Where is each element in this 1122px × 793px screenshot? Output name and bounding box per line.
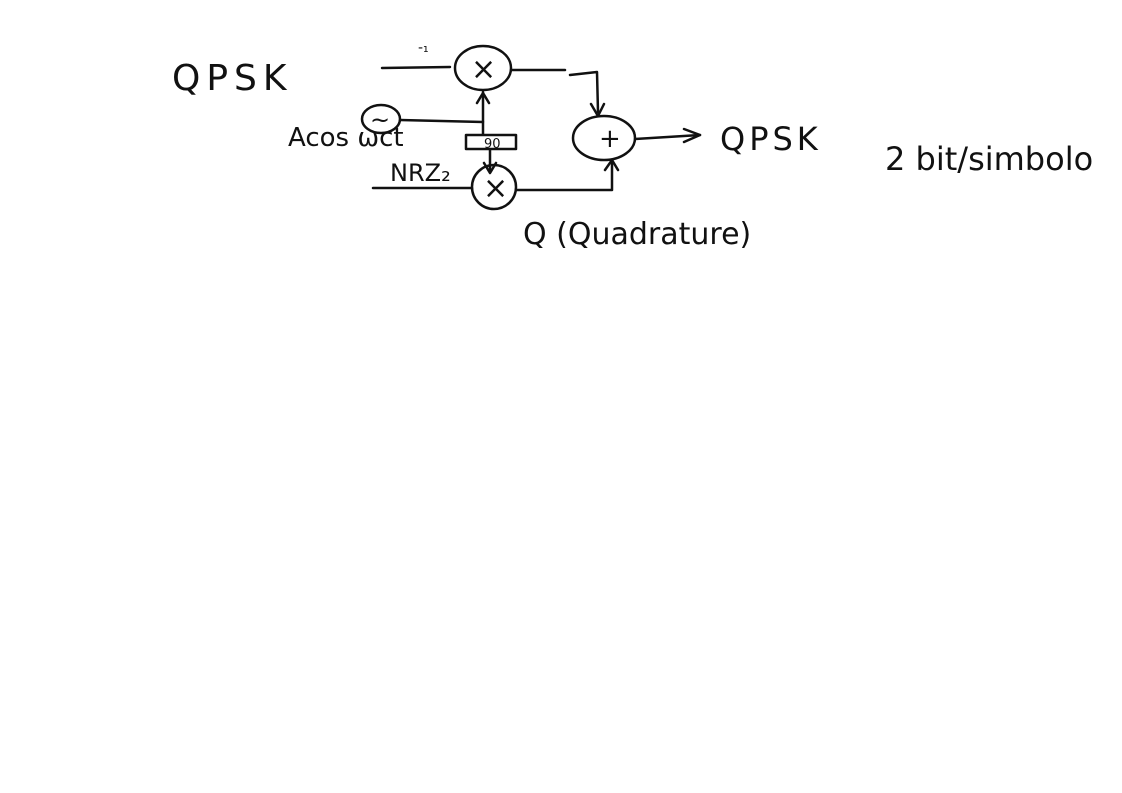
- output-label: QPSK: [720, 120, 822, 158]
- q-input-label: NRZ₂: [390, 159, 451, 187]
- lower-to-adder-line: [514, 160, 614, 192]
- oscillator-label: Acos ωct: [288, 123, 404, 153]
- output-arrowhead: [682, 127, 702, 144]
- upper-multiplier: ×: [453, 44, 513, 92]
- i-input-line: [380, 65, 452, 70]
- lower-multiplier: ×: [470, 163, 518, 211]
- upper-multiplier-symbol: ×: [471, 52, 496, 87]
- phase-shifter: 90: [464, 133, 518, 152]
- quadrature-label: Q (Quadrature): [523, 217, 751, 252]
- phase-shifter-label: 90: [484, 137, 501, 152]
- rate-label: 2 bit/simbolo: [885, 140, 1093, 178]
- oscillator-line: [398, 118, 485, 124]
- output-line: [633, 133, 702, 141]
- adder-symbol: +: [599, 124, 621, 154]
- i-input-label: -₁: [418, 40, 429, 56]
- upper-to-adder-line: [509, 68, 600, 114]
- lower-multiplier-symbol: ×: [483, 171, 508, 206]
- title-label: QPSK: [172, 58, 293, 99]
- oscillator-symbol: ~: [370, 106, 390, 134]
- carrier-up-arrowhead: [475, 91, 491, 105]
